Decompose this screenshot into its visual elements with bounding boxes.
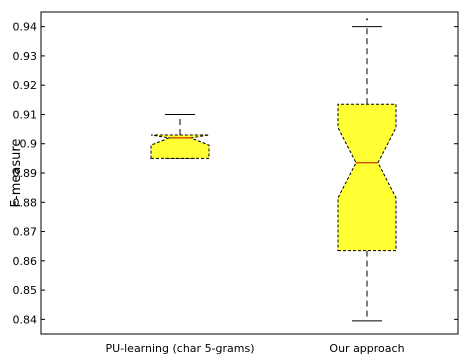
y-tick-label: 0.86	[13, 255, 38, 268]
y-tick-label: 0.91	[13, 108, 38, 121]
y-tick-label: 0.85	[13, 284, 38, 297]
y-tick-label: 0.89	[13, 167, 38, 180]
notched-box	[150, 134, 210, 159]
y-tick-label: 0.92	[13, 79, 38, 92]
box-group: Our approach	[329, 18, 405, 355]
box-group: PU-learning (char 5-grams)	[105, 113, 255, 355]
y-tick-label: 0.94	[13, 21, 38, 34]
x-category-label: PU-learning (char 5-grams)	[105, 342, 254, 355]
y-tick-label: 0.93	[13, 50, 38, 63]
y-tick-label: 0.84	[13, 313, 38, 326]
y-tick-label: 0.88	[13, 196, 38, 209]
outlier-point	[366, 18, 368, 21]
y-tick-label: 0.87	[13, 226, 38, 239]
plot-frame	[40, 11, 459, 335]
x-category-label: Our approach	[329, 342, 404, 355]
notched-box	[337, 103, 397, 252]
y-tick-label: 0.9	[20, 138, 38, 151]
y-axis-title: F-measure	[9, 139, 24, 208]
